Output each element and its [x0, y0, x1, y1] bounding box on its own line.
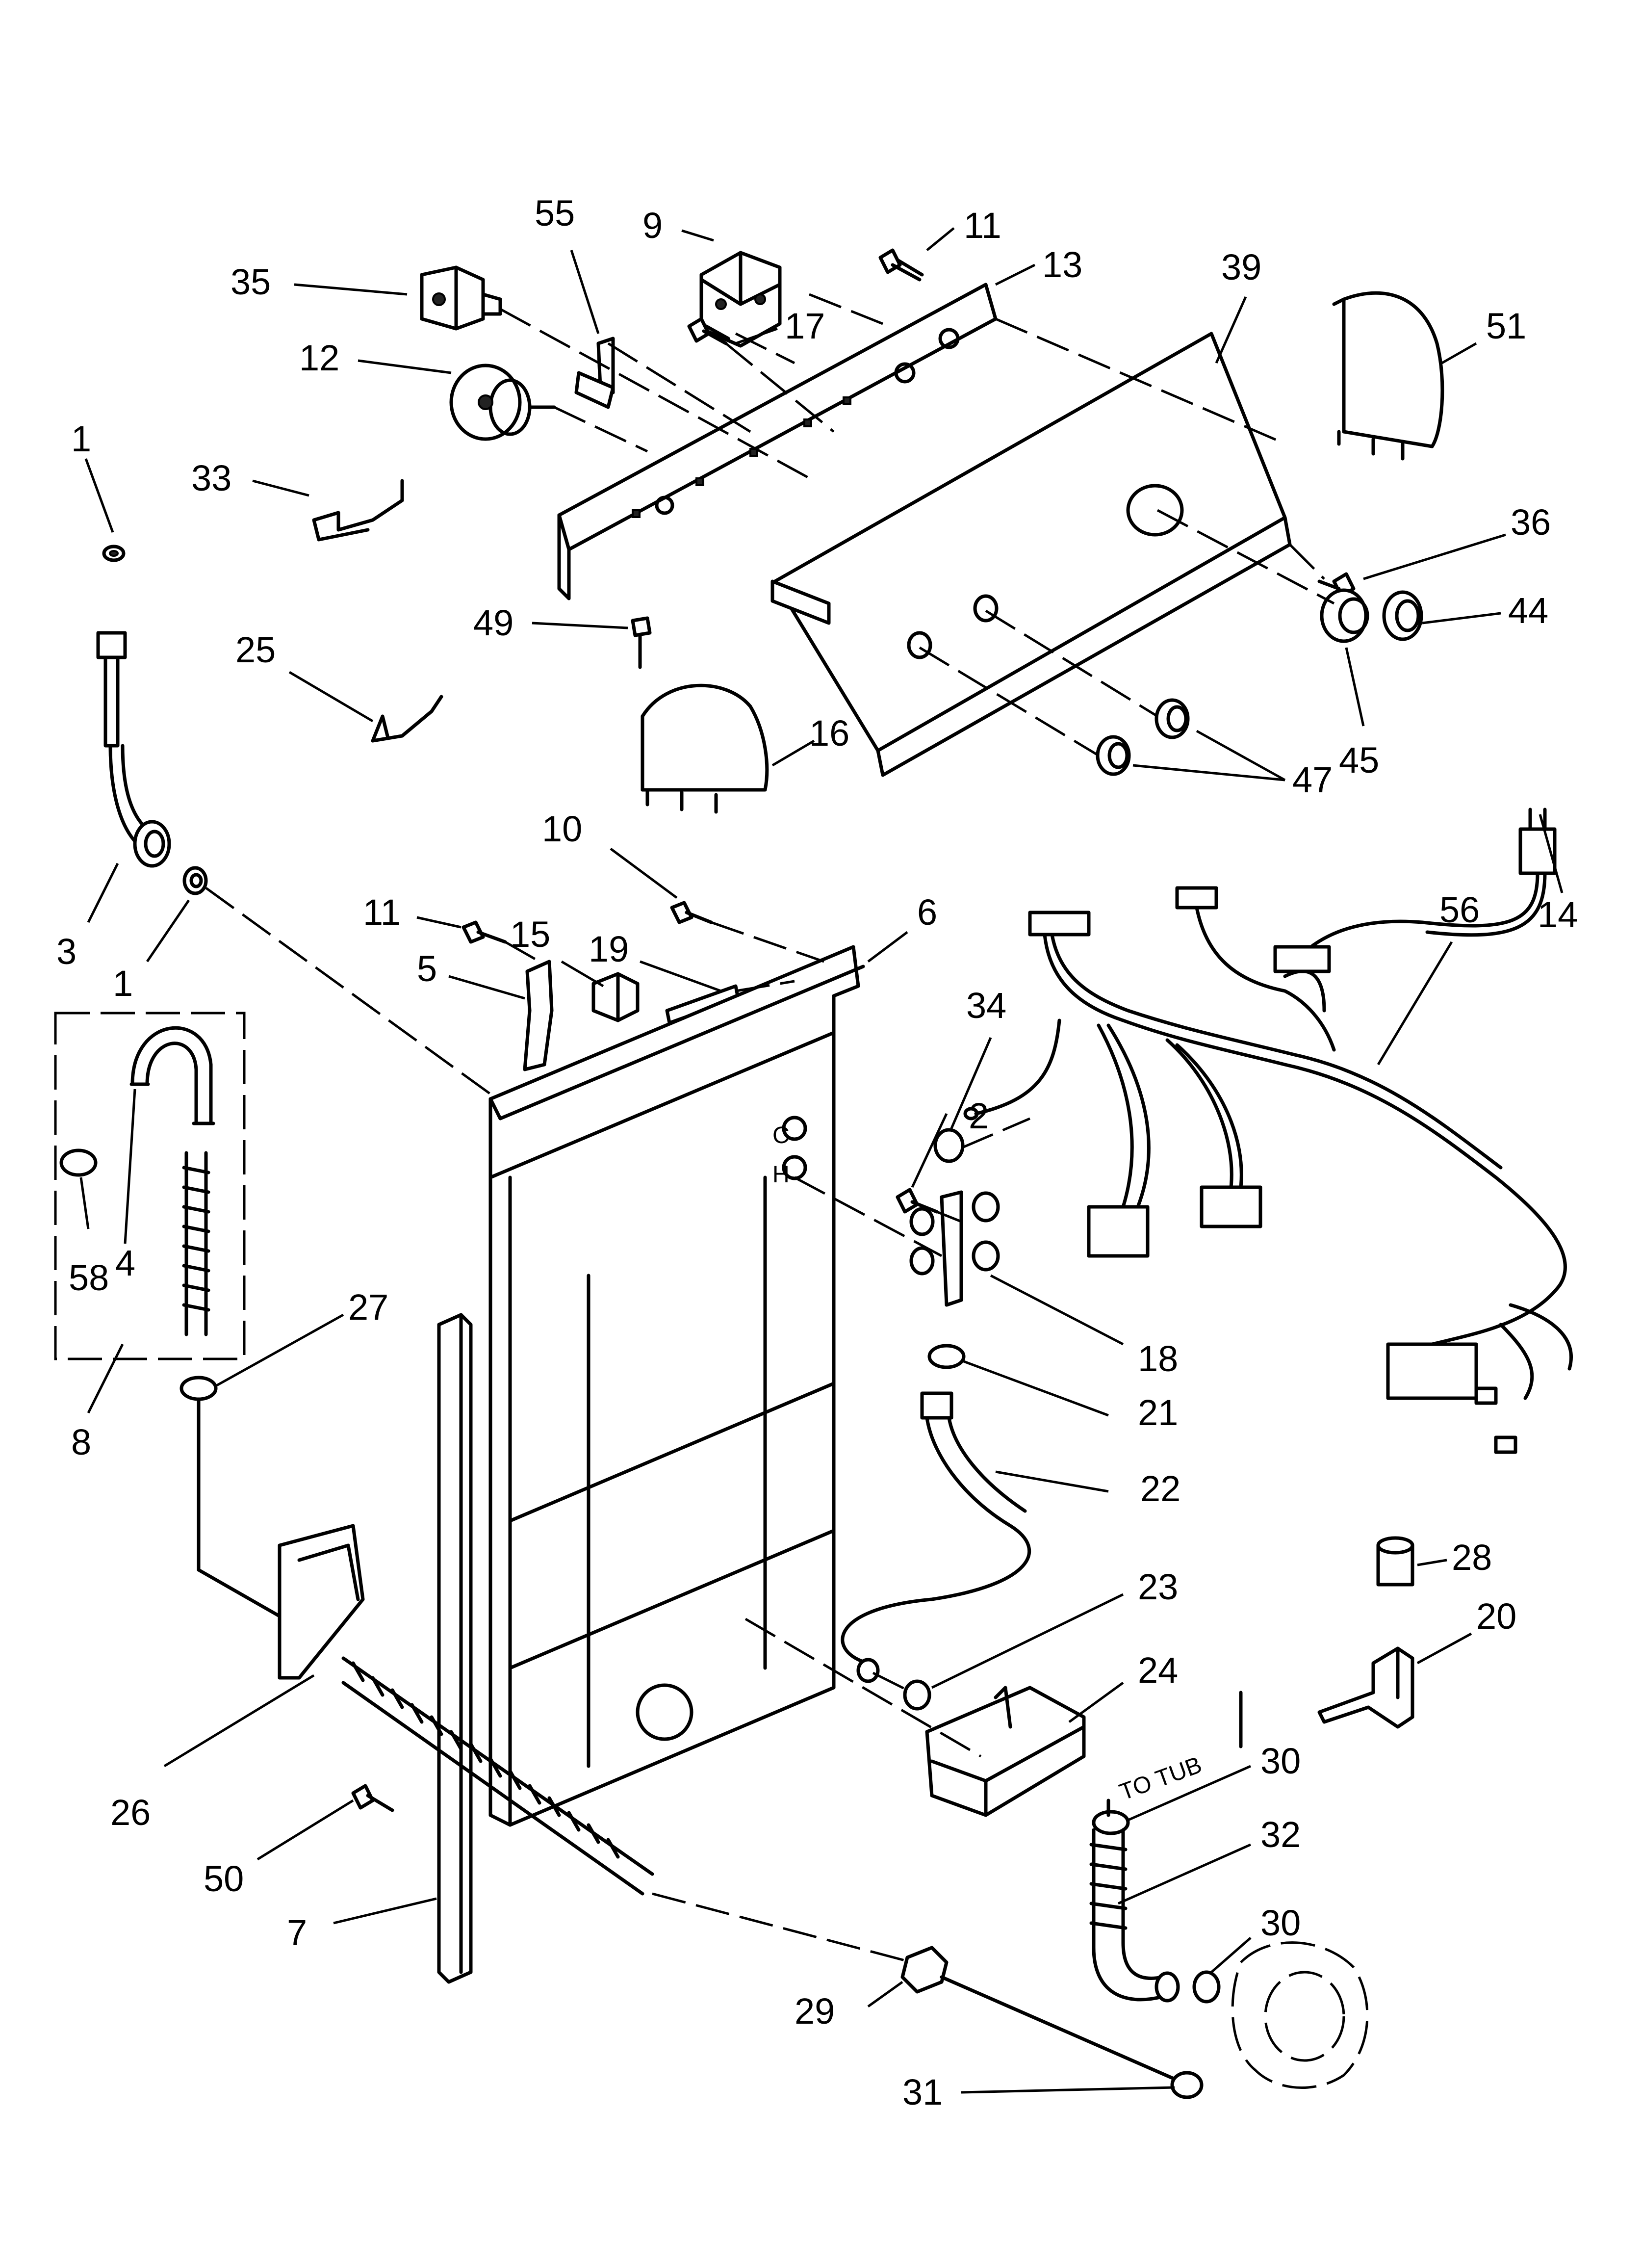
- callout-32: 32: [1260, 1814, 1301, 1855]
- part-23-clamp: [903, 1679, 931, 1711]
- part-1-washer: [102, 545, 126, 562]
- part-12-timer-motor: [449, 364, 556, 441]
- callout-45: 45: [1339, 740, 1379, 781]
- callout-34: 34: [966, 985, 1006, 1026]
- part-7-side-rail: [437, 1313, 473, 1984]
- callout-55: 55: [535, 193, 575, 234]
- part-8-drain-hose-kit: [54, 1012, 246, 1360]
- callout-16: 16: [809, 713, 849, 754]
- callout-3: 3: [56, 931, 77, 972]
- callout-31: 31: [902, 2072, 943, 2112]
- part-45-knob-skirt: [1320, 588, 1369, 643]
- part-49-screw: [631, 616, 652, 669]
- part-13-console-bracket: [557, 283, 998, 600]
- part-11-screw-left: [462, 920, 507, 944]
- part-55-bracket: [574, 337, 615, 409]
- valve-hot-label: H: [772, 1162, 790, 1188]
- callout-17: 17: [785, 306, 825, 346]
- part-51-end-cap-right: [1332, 291, 1444, 461]
- callout-47: 47: [1292, 759, 1333, 800]
- part-15-bracket: [591, 972, 640, 1022]
- to-tub-label: TO TUB: [1116, 1752, 1206, 1805]
- callout-7: 7: [287, 1912, 307, 1953]
- part-2-screw: [896, 1188, 939, 1214]
- callout-19: 19: [589, 929, 629, 969]
- callout-44: 44: [1508, 590, 1548, 631]
- part-33-clip: [312, 479, 404, 542]
- callout-11-lower: 11: [363, 892, 401, 933]
- callout-6: 6: [917, 892, 937, 933]
- callout-4: 4: [115, 1243, 135, 1283]
- callout-50: 50: [204, 1858, 244, 1899]
- callout-11: 11: [964, 205, 1001, 246]
- callout-9: 9: [642, 205, 663, 246]
- callout-15: 15: [510, 914, 550, 955]
- part-17-screw: [687, 317, 730, 345]
- part-6-rear-panel: C H: [488, 945, 865, 1827]
- part-16-end-cap-left: [641, 683, 769, 814]
- part-5-strap: [523, 960, 554, 1071]
- callout-58: 58: [69, 1257, 109, 1298]
- callout-12: 12: [299, 338, 339, 378]
- callout-51: 51: [1486, 306, 1526, 346]
- callout-56: 56: [1439, 889, 1480, 930]
- leader-lines: [79, 227, 1564, 2094]
- part-14-power-cord: [1273, 808, 1557, 973]
- callout-8: 8: [71, 1422, 91, 1462]
- pump-body-outline: [1231, 1941, 1369, 2089]
- callout-25: 25: [235, 629, 276, 670]
- callout-35: 35: [231, 261, 271, 302]
- callout-14: 14: [1538, 894, 1578, 935]
- callout-21: 21: [1138, 1392, 1178, 1433]
- part-39-console-panel: [770, 332, 1292, 777]
- callout-29: 29: [795, 1991, 835, 2032]
- callout-30-lower: 30: [1260, 1903, 1301, 1943]
- callout-28: 28: [1452, 1537, 1492, 1578]
- part-56-wiring-harness: [963, 886, 1573, 1454]
- valve-cold-label: C: [772, 1122, 790, 1148]
- callout-22: 22: [1140, 1468, 1180, 1509]
- callout-1: 1: [71, 418, 91, 459]
- callout-36: 36: [1511, 502, 1551, 543]
- part-26-drain-hose: [278, 1524, 654, 1896]
- callout-5: 5: [417, 948, 437, 989]
- part-1-washer-lower: [182, 866, 208, 895]
- part-22-fill-hose: [841, 1391, 1031, 1683]
- callout-13: 13: [1042, 244, 1082, 285]
- part-32-pump-hose: TO TUB: [1089, 1691, 1243, 2004]
- callout-2: 2: [969, 1095, 989, 1136]
- callout-labels: 35 55 9 11 13 39 51 17 12 1 33 36 44 49 …: [56, 193, 1578, 2112]
- part-29-clamp: [900, 1946, 1179, 2082]
- callout-26: 26: [110, 1792, 151, 1833]
- part-24-pump-assembly: [925, 1686, 1086, 1817]
- callout-20: 20: [1476, 1596, 1516, 1637]
- part-28-capacitor: [1376, 1536, 1414, 1587]
- part-3-inlet-hose: [96, 631, 171, 868]
- callout-39: 39: [1221, 247, 1261, 287]
- part-34-clip: [933, 1128, 965, 1163]
- callout-18: 18: [1138, 1338, 1178, 1379]
- part-18-water-valve: [909, 1190, 1000, 1307]
- callout-23: 23: [1138, 1566, 1178, 1607]
- part-27-clamp: [180, 1376, 286, 1621]
- callout-27: 27: [348, 1287, 388, 1328]
- callout-30: 30: [1260, 1741, 1301, 1781]
- part-47-buttons: [1096, 698, 1190, 776]
- part-31-clamp: [1170, 2071, 1204, 2099]
- part-50-screw: [351, 1784, 394, 1812]
- callout-24: 24: [1138, 1650, 1178, 1691]
- assembly-lines: [205, 293, 1335, 1964]
- part-10-screw: [670, 901, 713, 924]
- callout-1-lower: 1: [113, 963, 133, 1004]
- part-25-clip: [371, 695, 443, 743]
- callout-49: 49: [473, 602, 513, 643]
- callout-33: 33: [191, 458, 231, 498]
- part-35-timer: [420, 265, 502, 331]
- part-21-clamp: [927, 1344, 966, 1369]
- part-20-bracket: [1317, 1646, 1414, 1729]
- part-11-screw-top: [878, 248, 924, 282]
- callout-10: 10: [542, 808, 582, 849]
- part-44-knob: [1382, 590, 1423, 641]
